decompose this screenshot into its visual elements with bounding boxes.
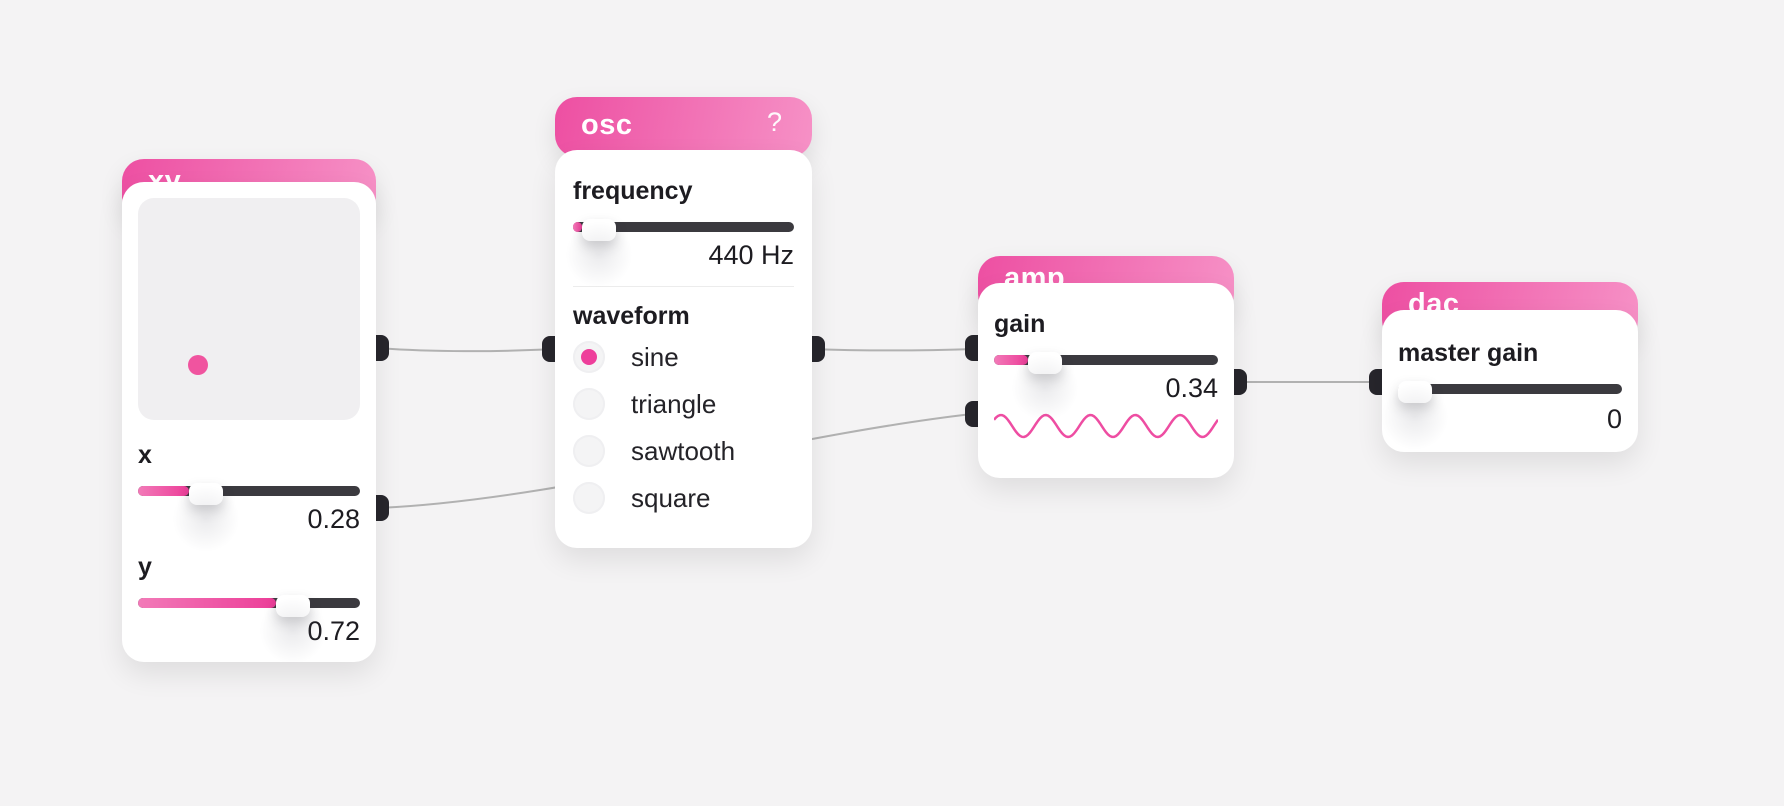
x-slider-fill — [138, 486, 190, 496]
radio-icon[interactable] — [573, 482, 605, 514]
master-gain-slider-track[interactable] — [1398, 381, 1622, 403]
waveform-option-label: square — [631, 483, 711, 513]
frequency-slider-thumb[interactable] — [581, 219, 616, 241]
y-param-label: y — [138, 553, 152, 581]
x-slider-track[interactable] — [138, 483, 360, 505]
gain-slider[interactable] — [994, 352, 1218, 374]
gain-label: gain — [994, 310, 1046, 338]
frequency-value: 440 Hz — [708, 240, 794, 270]
amp-waveform-display — [994, 413, 1218, 439]
waveform-options: sine triangle sawtooth square — [573, 341, 794, 514]
gain-value: 0.34 — [1165, 373, 1218, 403]
waveform-option-sawtooth[interactable]: sawtooth — [573, 435, 794, 467]
amp-node[interactable]: amp gain 0.34 — [965, 256, 1247, 478]
radio-selected-dot — [581, 349, 597, 365]
frequency-slider[interactable] — [573, 219, 794, 241]
waveform-option-sine[interactable]: sine — [573, 341, 794, 373]
frequency-slider-track[interactable] — [573, 219, 794, 241]
master-gain-slider[interactable] — [1398, 381, 1622, 403]
y-slider[interactable] — [138, 595, 360, 617]
x-slider[interactable] — [138, 483, 360, 505]
amp-node-body: gain 0.34 — [978, 283, 1234, 478]
waveform-option-label: sine — [631, 342, 679, 372]
y-slider-track[interactable] — [138, 595, 360, 617]
radio-icon[interactable] — [573, 435, 605, 467]
dac-node[interactable]: dac master gain 0 — [1369, 282, 1638, 452]
waveform-option-square[interactable]: square — [573, 482, 794, 514]
radio-icon[interactable] — [573, 388, 605, 420]
amp-wave-path — [994, 413, 1218, 439]
osc-node-title: osc — [581, 109, 633, 141]
master-gain-slider-thumb[interactable] — [1398, 381, 1432, 403]
wire-osc-to-amp — [809, 348, 976, 352]
frequency-label: frequency — [573, 177, 693, 205]
y-value: 0.72 — [307, 616, 360, 646]
x-slider-thumb[interactable] — [189, 483, 224, 505]
frequency-slider-fill — [573, 222, 582, 232]
x-value: 0.28 — [307, 504, 360, 534]
y-slider-thumb[interactable] — [275, 595, 310, 617]
xy-node[interactable]: x y x 0.28 y 0.72 — [122, 159, 389, 662]
osc-node[interactable]: osc ? frequency 440 Hz waveform sine — [542, 97, 825, 548]
master-gain-value: 0 — [1606, 404, 1622, 434]
waveform-option-triangle[interactable]: triangle — [573, 388, 794, 420]
waveform-label: waveform — [573, 302, 690, 330]
xy-pad-dot[interactable] — [187, 354, 208, 375]
master-gain-label: master gain — [1398, 339, 1539, 367]
gain-slider-fill — [994, 355, 1028, 365]
waveform-option-label: sawtooth — [631, 436, 736, 466]
xy-node-body: x 0.28 y 0.72 — [122, 182, 376, 662]
gain-slider-track[interactable] — [994, 352, 1218, 374]
osc-node-body: frequency 440 Hz waveform sine triangle — [555, 150, 812, 548]
osc-node-header[interactable]: osc ? — [555, 97, 812, 157]
radio-icon[interactable] — [573, 341, 605, 373]
gain-slider-thumb[interactable] — [1027, 352, 1062, 374]
y-slider-fill — [138, 598, 276, 608]
waveform-option-label: triangle — [631, 389, 717, 419]
section-divider — [573, 286, 794, 287]
xy-pad[interactable] — [138, 198, 360, 420]
dac-node-body: master gain 0 — [1382, 310, 1638, 452]
wire-xy-to-osc — [377, 347, 553, 353]
help-icon[interactable]: ? — [766, 107, 782, 137]
x-param-label: x — [138, 441, 152, 469]
